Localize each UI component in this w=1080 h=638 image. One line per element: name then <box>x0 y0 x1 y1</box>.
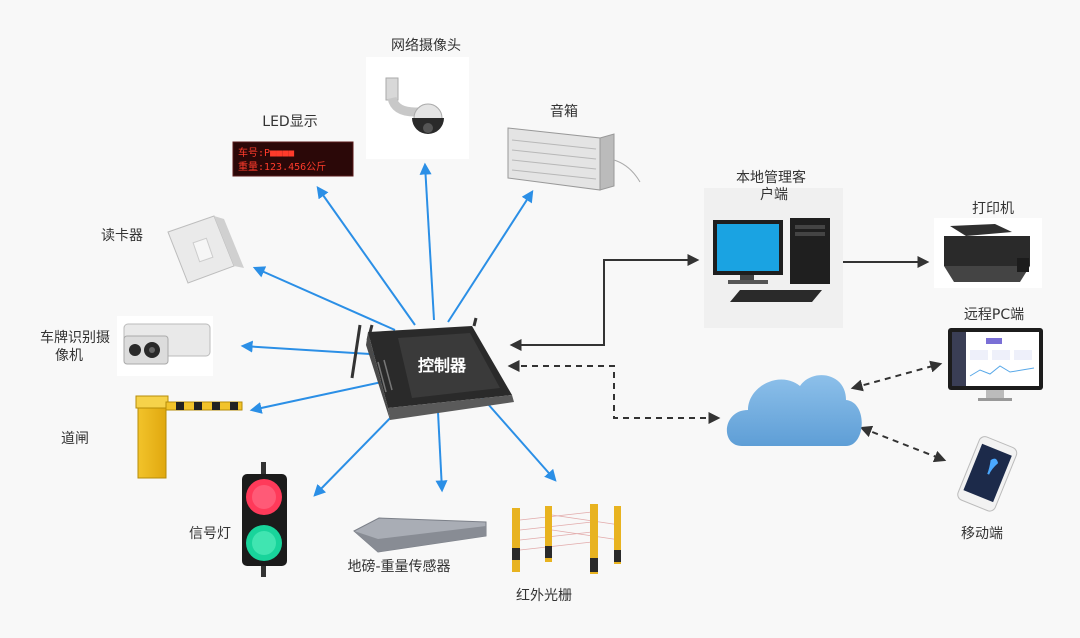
arrow-to-barrier-gate <box>249 381 383 414</box>
arrow-controller-to-cloud <box>507 360 721 424</box>
network-camera-label: 网络摄像头 <box>391 38 461 54</box>
cloud-network-arrows <box>507 360 947 463</box>
arrow-cloud-to-remote-pc <box>850 360 943 392</box>
printer-label: 打印机 <box>972 201 1014 217</box>
barrier-gate-image <box>135 395 243 479</box>
local-client-label-line1: 本地管理客 <box>736 170 806 186</box>
infrared-grating-label: 红外光栅 <box>516 588 572 604</box>
cloud-image <box>726 375 862 446</box>
arrow-to-network-camera <box>419 162 435 321</box>
arrow-cloud-to-mobile <box>859 425 947 463</box>
plate-camera-image <box>117 316 213 376</box>
traffic-light-image <box>242 462 287 577</box>
arrow-to-weighbridge <box>435 411 448 493</box>
speaker-image <box>507 127 641 191</box>
led-display-image: 车号:P■■■■ 重量:123.456公斤 <box>232 141 354 177</box>
led-text-line1: 车号:P■■■■ <box>238 146 294 159</box>
controller-label: 控制器 <box>417 356 467 375</box>
arrow-to-led-display <box>316 186 416 326</box>
weighbridge-label: 地磅-重量传感器 <box>347 559 451 575</box>
arrow-to-traffic-light <box>313 407 401 497</box>
local-network-arrows <box>509 254 930 351</box>
led-text-line2: 重量:123.456公斤 <box>238 160 326 173</box>
traffic-light-label: 信号灯 <box>189 526 231 542</box>
card-reader-image <box>167 215 244 284</box>
printer-image <box>934 218 1042 288</box>
arrow-to-speaker <box>447 189 534 323</box>
plate-camera-label-line2: 像机 <box>55 348 83 364</box>
speaker-label: 音箱 <box>550 104 578 120</box>
local-client-label-line2: 户端 <box>760 187 788 203</box>
infrared-grating-image <box>512 504 621 574</box>
remote-pc-image <box>948 328 1043 401</box>
led-display-label: LED显示 <box>262 114 318 130</box>
local-client-computer-image <box>704 188 843 328</box>
arrow-to-plate-camera <box>240 340 386 356</box>
network-camera-image <box>366 57 469 159</box>
mobile-phone-image <box>957 436 1018 512</box>
controller-image <box>350 317 514 420</box>
arrow-to-card-reader <box>252 266 396 331</box>
plate-camera-label-line1: 车牌识别摄 <box>40 330 110 346</box>
barrier-gate-label: 道闸 <box>61 431 89 447</box>
card-reader-label: 读卡器 <box>101 228 143 244</box>
controller-device-arrows <box>240 162 557 497</box>
mobile-label: 移动端 <box>961 526 1003 542</box>
arrow-controller-to-local-client <box>509 254 700 351</box>
weighbridge-image <box>353 517 487 553</box>
remote-pc-label: 远程PC端 <box>963 307 1025 323</box>
arrow-to-infrared-grating <box>479 394 557 482</box>
